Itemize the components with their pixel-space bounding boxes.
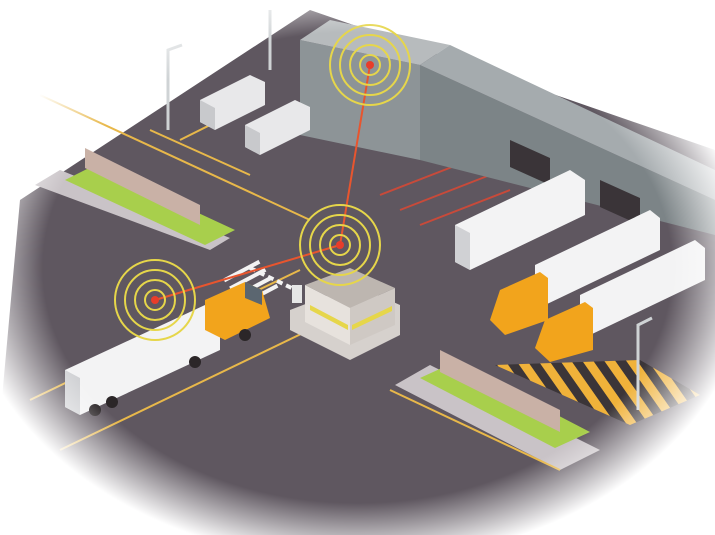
vignette xyxy=(0,0,715,535)
logistics-yard-illustration xyxy=(0,0,715,535)
